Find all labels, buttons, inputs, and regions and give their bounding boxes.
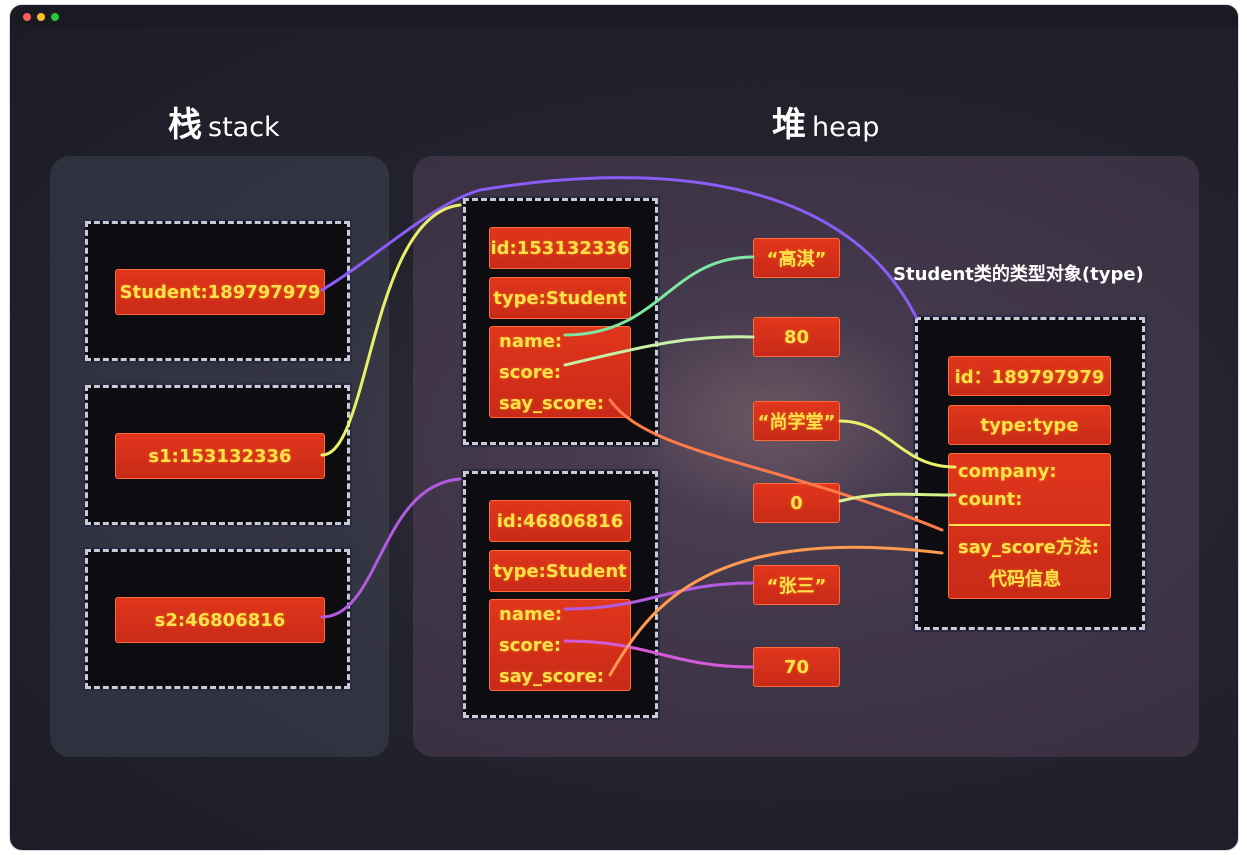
object1-type: type:Student — [489, 277, 631, 319]
wire-student-to-type — [320, 176, 918, 319]
value-80: 80 — [753, 317, 840, 357]
wire-0-to-count — [838, 492, 957, 503]
stack-title-cn: 栈 — [168, 105, 202, 145]
value-zhangsan: “张三” — [753, 565, 840, 605]
type-object-id: id：189797979 — [948, 356, 1111, 396]
type-object-divider — [949, 524, 1110, 526]
stack-item-s2: s2:46806816 — [115, 597, 325, 643]
type-object-field-company: company: — [958, 461, 1057, 482]
maximize-window-button[interactable] — [51, 13, 59, 21]
stack-title-en: stack — [208, 112, 280, 143]
object1-id: id:153132336 — [489, 227, 631, 269]
type-object-chip: id：189797979 type:type company: count: s… — [913, 315, 1147, 632]
wire-say2-to-method — [608, 545, 944, 677]
wire-name2-to-zhangsan — [563, 581, 755, 611]
value-shangxuetang: “尚学堂” — [753, 401, 840, 441]
reference-wires — [320, 176, 957, 677]
heap-title-cn: 堆 — [772, 105, 806, 145]
minimize-window-button[interactable] — [37, 13, 45, 21]
stack-chip-1: Student:189797979 — [83, 219, 352, 363]
close-window-button[interactable] — [23, 13, 31, 21]
object2-field-score: score: — [499, 635, 562, 656]
heap-title-en: heap — [812, 112, 880, 143]
wire-score2-to-70 — [563, 639, 755, 669]
heap-object-2: id:46806816 type:Student name: score: sa… — [461, 469, 660, 720]
wire-say1-to-method — [608, 398, 944, 532]
type-object-method: say_score方法: — [958, 537, 1100, 558]
wire-name1-to-gaoqi — [563, 255, 755, 337]
object2-id: id:46806816 — [489, 500, 631, 542]
object1-field-name: name: — [499, 331, 563, 352]
type-object-type: type:type — [948, 405, 1111, 445]
value-70: 70 — [753, 647, 840, 687]
object2-type: type:Student — [489, 550, 631, 592]
type-object-field-count: count: — [958, 489, 1023, 510]
wire-score1-to-80 — [563, 335, 755, 367]
object1-fields: name: score: say_score: — [489, 326, 631, 418]
stack-item-student: Student:189797979 — [115, 269, 325, 315]
object2-field-say-score: say_score: — [499, 666, 605, 687]
heap-object-1: id:153132336 type:Student name: score: s… — [461, 196, 660, 447]
wire-shangxuetang-to-company — [838, 419, 957, 469]
object2-fields: name: score: say_score: — [489, 599, 631, 691]
title-bar — [10, 5, 1238, 27]
stack-item-s1: s1:153132336 — [115, 433, 325, 479]
type-object-label: Student类的类型对象(type) — [893, 264, 1144, 285]
value-gaoqi: “高淇” — [753, 238, 840, 278]
type-object-body: company: count: say_score方法: 代码信息 — [948, 453, 1111, 599]
value-0: 0 — [753, 483, 840, 523]
object1-field-score: score: — [499, 362, 562, 383]
type-object-method-info: 代码信息 — [989, 569, 1061, 590]
object2-field-name: name: — [499, 604, 563, 625]
wire-s2-to-object2 — [320, 477, 462, 619]
stack-chip-2: s1:153132336 — [83, 383, 352, 527]
object1-field-say-score: say_score: — [499, 393, 605, 414]
wire-s1-to-object1 — [320, 203, 462, 457]
stack-chip-3: s2:46806816 — [83, 547, 352, 691]
